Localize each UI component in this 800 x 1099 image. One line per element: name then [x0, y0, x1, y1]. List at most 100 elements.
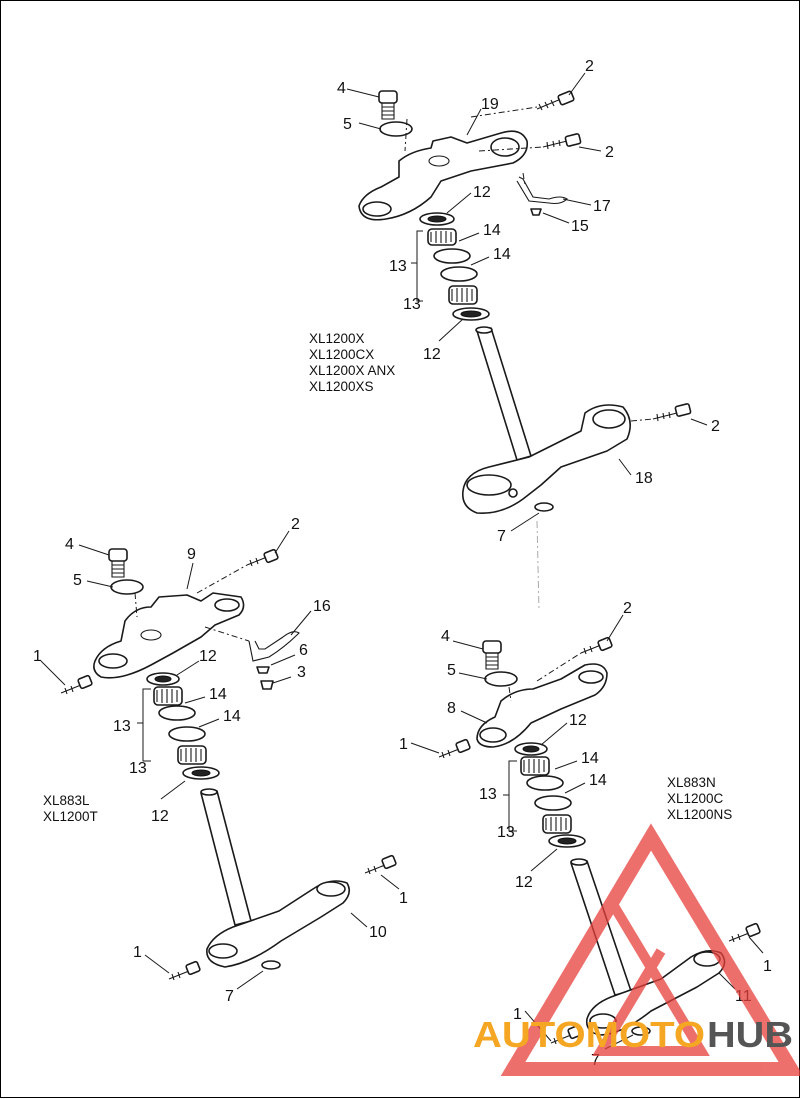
lower-bracket-bore-left: [466, 474, 512, 496]
callout: 2: [291, 516, 300, 533]
race-14-right-a: [526, 775, 564, 791]
bearing-13-right-lower: [542, 814, 572, 834]
callout: 1: [33, 648, 42, 665]
callout: 12: [423, 346, 441, 363]
callout: 4: [441, 628, 450, 645]
bolt-2-left: [246, 548, 279, 567]
lower-bracket-10-bore-right: [316, 881, 346, 897]
callout: 1: [513, 1006, 522, 1023]
callout: 1: [763, 958, 772, 975]
bracket-bore-left: [362, 201, 392, 217]
upper-fork-bracket-19: [358, 130, 529, 221]
model-name: XL1200NS: [667, 807, 732, 822]
callout: 12: [473, 184, 491, 201]
assembly-top: [358, 90, 692, 612]
callout: 15: [571, 218, 589, 235]
callout: 7: [591, 1052, 600, 1069]
model-list-top: XL1200X XL1200CX XL1200X ANX XL1200XS: [309, 331, 395, 394]
callout: 13: [113, 718, 131, 735]
bolt-1-right-b: [728, 922, 761, 943]
upper-fork-bracket-8: [476, 663, 608, 748]
bracket-center-hole: [428, 155, 450, 167]
callout: 2: [711, 418, 720, 435]
callout: 14: [493, 246, 511, 263]
screw-15: [530, 208, 542, 216]
bolt-1-right-c: [550, 1024, 583, 1045]
callouts-top: 2 2 2 4 5 19 12 17 15 14 14 13 13 12 18 …: [337, 58, 720, 545]
washer-7-top: [534, 502, 554, 512]
model-name: XL1200XS: [309, 379, 374, 394]
bolt-1-right-a: [438, 738, 471, 759]
callout: 12: [569, 712, 587, 729]
model-name: XL1200X ANX: [309, 363, 395, 378]
upper-fork-bracket-9: [93, 592, 245, 679]
callout: 5: [73, 572, 82, 589]
callout: 3: [297, 664, 306, 681]
callout: 4: [65, 536, 74, 553]
washer-5-left: [110, 579, 144, 595]
clip-16: [248, 631, 300, 662]
washer-6: [256, 666, 270, 674]
model-name: XL1200C: [667, 791, 724, 806]
callout: 13: [129, 760, 147, 777]
assembly-right: [438, 636, 761, 1045]
model-name: XL883L: [43, 793, 90, 808]
callout: 5: [343, 116, 352, 133]
callout: 14: [223, 708, 241, 725]
steering-stem-top: [476, 327, 532, 461]
left-bracket-bore-right: [214, 598, 240, 612]
bolt-4-top: [378, 90, 398, 120]
watermark-text: AUTOMOTO HUB: [473, 1014, 793, 1055]
model-name: XL1200CX: [309, 347, 374, 362]
bolt-4-right: [482, 640, 502, 670]
bolt-2-top-a: [536, 90, 575, 111]
watermark-triangle: [500, 823, 800, 1076]
callout: 6: [299, 642, 308, 659]
callout: 2: [585, 58, 594, 75]
callout: 12: [199, 648, 217, 665]
callout: 10: [369, 924, 387, 941]
model-list-left: XL883L XL1200T: [43, 793, 98, 824]
callout: 13: [479, 786, 497, 803]
model-name: XL1200X: [309, 331, 365, 346]
model-name: XL883N: [667, 775, 716, 790]
watermark-text-hub: HUB: [707, 1014, 793, 1055]
washer-7-left: [261, 960, 281, 970]
callout: 16: [313, 598, 331, 615]
race-14-top-b: [440, 266, 478, 282]
model-name: XL1200T: [43, 809, 98, 824]
callout: 2: [605, 144, 614, 161]
callout: 14: [589, 772, 607, 789]
clip-17: [516, 176, 568, 205]
watermark-logo: [500, 823, 800, 1076]
callout: 8: [447, 700, 456, 717]
bearing-13-top-upper: [427, 228, 457, 246]
bolt-1-left-a: [60, 674, 93, 695]
callout: 13: [403, 296, 421, 313]
callout: 12: [515, 874, 533, 891]
callout: 14: [209, 686, 227, 703]
bearing-13-left-upper: [153, 686, 183, 706]
assembly-left: [60, 548, 397, 981]
race-14-top-a: [433, 248, 471, 264]
callout: 1: [399, 890, 408, 907]
callout: 1: [399, 736, 408, 753]
callouts-left: 2 4 9 5 16 6 3 1 12 14 14 13 13 12 1 10 …: [33, 516, 408, 1005]
race-14-left-a: [158, 705, 196, 721]
washer-5-top: [379, 121, 413, 137]
screw-3: [260, 680, 274, 690]
model-list-right: XL883N XL1200C XL1200NS: [667, 775, 732, 822]
lower-bracket-bore-right: [592, 409, 626, 429]
bracket-bore-right: [490, 137, 520, 157]
washer-7-right: [631, 1026, 651, 1036]
callout: 13: [497, 824, 515, 841]
bolt-1-left-b: [364, 854, 397, 875]
bearing-13-top-lower: [448, 285, 478, 305]
callout: 12: [151, 808, 169, 825]
callout: 14: [581, 750, 599, 767]
lower-bracket-10-bore-left: [208, 943, 238, 959]
bolt-1-left-c: [168, 960, 201, 981]
bearing-13-left-lower: [177, 745, 207, 765]
leader-lines: [40, 72, 764, 1050]
watermark-text-automoto: AUTOMOTO: [473, 1014, 705, 1055]
